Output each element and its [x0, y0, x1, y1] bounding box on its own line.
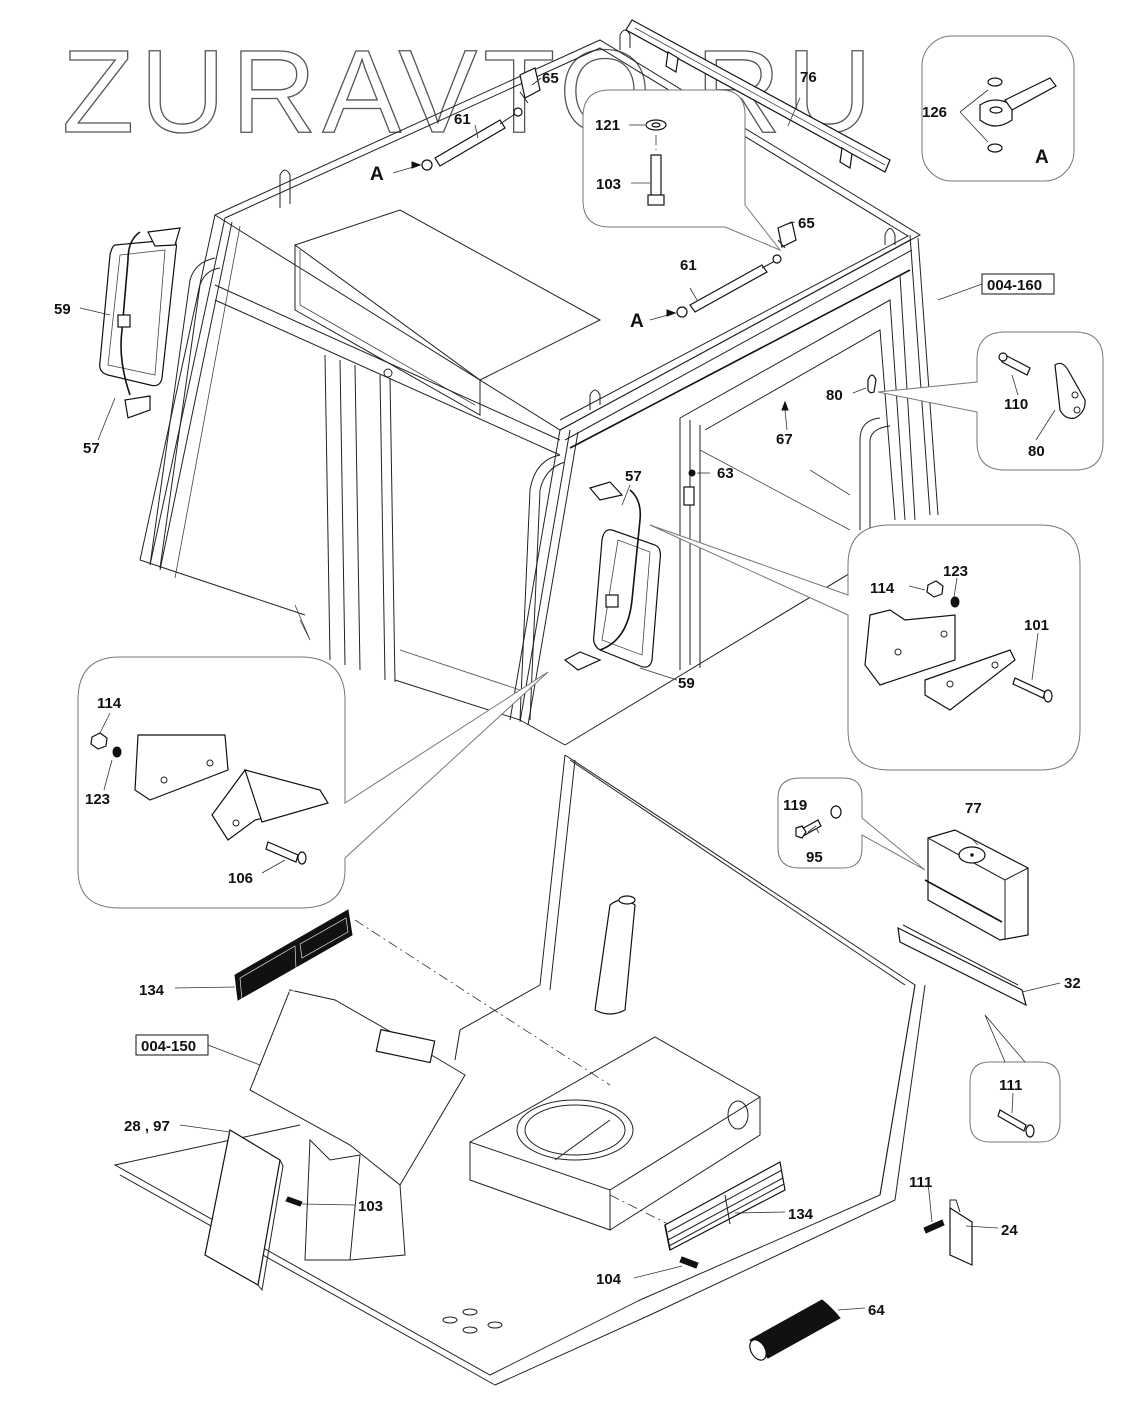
part-28-97-panel[interactable]: [204, 1129, 284, 1292]
detail-marker-a-upper: A: [370, 164, 384, 185]
callout-67[interactable]: 67: [776, 431, 793, 448]
callout-28-97[interactable]: 28 , 97: [124, 1118, 170, 1135]
detail-marker-a-bubble: A: [1035, 147, 1049, 168]
callout-63[interactable]: 63: [717, 465, 734, 482]
callout-59-left[interactable]: 59: [54, 301, 71, 318]
detail-marker-a-lower: A: [630, 311, 644, 332]
callout-64[interactable]: 64: [868, 1302, 885, 1319]
callout-65-upper[interactable]: 65: [542, 70, 559, 87]
callout-77[interactable]: 77: [965, 800, 982, 817]
part-134-grille-upper[interactable]: [234, 909, 353, 1001]
callout-119[interactable]: 119: [783, 797, 807, 814]
callout-126[interactable]: 126: [922, 104, 947, 121]
callout-95[interactable]: 95: [806, 849, 823, 866]
callout-134-lower[interactable]: 134: [788, 1206, 814, 1223]
cab-frame-reference-label: 004-160: [987, 277, 1042, 294]
part-32-rail[interactable]: [897, 924, 1027, 1007]
callout-57-right[interactable]: 57: [625, 468, 642, 485]
callout-106[interactable]: 106: [228, 870, 253, 887]
callout-80-door[interactable]: 80: [826, 387, 843, 404]
callout-121[interactable]: 121: [595, 117, 620, 134]
callout-123-right[interactable]: 123: [943, 563, 968, 580]
callout-80-bubble[interactable]: 80: [1028, 443, 1045, 460]
part-104-bolt[interactable]: [679, 1256, 699, 1269]
part-65-bracket-lower[interactable]: [777, 221, 797, 249]
callout-123-left[interactable]: 123: [85, 791, 110, 808]
callout-76[interactable]: 76: [800, 69, 817, 86]
part-76-rail[interactable]: [625, 19, 891, 173]
part-59-mirror-left[interactable]: [99, 227, 181, 419]
base-reference-label: 004-150: [141, 1038, 196, 1055]
part-64-tube[interactable]: [746, 1299, 841, 1363]
callout-101[interactable]: 101: [1024, 617, 1049, 634]
base-reference[interactable]: 004-150: [135, 1034, 261, 1066]
part-65-bracket-upper[interactable]: [519, 67, 541, 104]
callout-61-lower[interactable]: 61: [680, 257, 697, 274]
callout-103-upper[interactable]: 103: [596, 176, 621, 193]
callout-111-bubble[interactable]: 111: [999, 1077, 1022, 1094]
callout-57-left[interactable]: 57: [83, 440, 100, 457]
detail-bubble-111: [969, 1014, 1061, 1143]
leader-lines: [79, 77, 1061, 1311]
base-assembly: [113, 754, 926, 1386]
callout-24[interactable]: 24: [1001, 1222, 1018, 1239]
callout-32[interactable]: 32: [1064, 975, 1081, 992]
detail-bubble-114-123-101: [649, 524, 1081, 771]
detail-bubble-126: [921, 35, 1075, 182]
callout-103-lower[interactable]: 103: [358, 1198, 383, 1215]
callout-61-upper[interactable]: 61: [454, 111, 471, 128]
detail-bubble-121-103: [582, 89, 782, 252]
detail-bubble-119-95: [777, 777, 926, 871]
callout-134-upper[interactable]: 134: [139, 982, 165, 999]
callout-65-lower[interactable]: 65: [798, 215, 815, 232]
part-61-gas-strut-lower[interactable]: [676, 254, 782, 318]
callout-110[interactable]: 110: [1004, 396, 1028, 413]
part-134-grille-lower[interactable]: [664, 1161, 786, 1251]
part-111-bolt-lower[interactable]: [923, 1219, 945, 1234]
cab-frame: [139, 29, 939, 746]
part-77-cover[interactable]: [924, 829, 1029, 941]
part-61-gas-strut-upper[interactable]: [421, 107, 523, 171]
part-103-bolt-lower[interactable]: [285, 1196, 303, 1207]
detail-bubble-114-123-106: [77, 656, 549, 909]
part-24-plate[interactable]: [949, 1199, 973, 1266]
callout-labels: 65 61 76 121 103 126 A 65 61 A A 59 57 8…: [54, 69, 1081, 1319]
detail-bubble-110-80: [877, 331, 1104, 471]
callout-104[interactable]: 104: [596, 1271, 622, 1288]
callout-114-right[interactable]: 114: [870, 580, 895, 597]
callout-111-lower[interactable]: 111: [909, 1174, 932, 1191]
part-59-mirror-right[interactable]: [563, 481, 662, 671]
detail-arrows: [411, 161, 789, 411]
callout-59-right[interactable]: 59: [678, 675, 695, 692]
callout-114-left[interactable]: 114: [97, 695, 122, 712]
cab-frame-reference[interactable]: 004-160: [937, 273, 1055, 301]
